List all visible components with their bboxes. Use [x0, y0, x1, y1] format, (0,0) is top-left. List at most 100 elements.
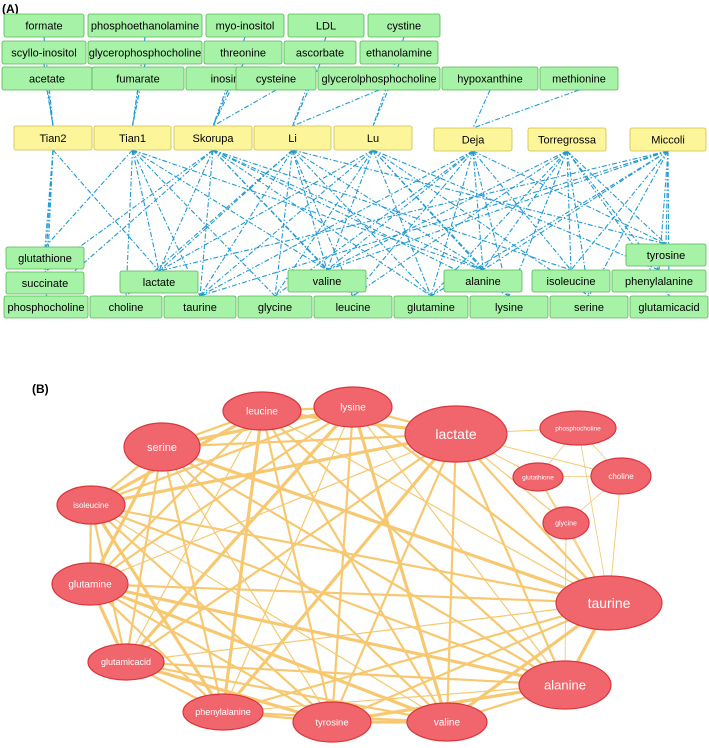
- network-node-ellipse: [292, 701, 372, 743]
- metabolite-box: [469, 295, 549, 319]
- study-node-tian2: Tian2: [13, 125, 93, 151]
- metabolite-label: leucine: [336, 302, 371, 314]
- network-node-label: glycine: [555, 520, 577, 527]
- network-node-ellipse: [555, 575, 663, 631]
- network-node-lactate: lactate: [404, 405, 508, 463]
- network-node-glutathione: glutathione: [512, 462, 564, 492]
- network-node-choline: choline: [590, 457, 652, 495]
- metabolite-label: cystine: [387, 21, 421, 33]
- edge-fumarate-tian1: [131, 89, 139, 127]
- network-node-ellipse: [539, 410, 617, 446]
- metabolite-label: succinate: [22, 278, 68, 290]
- network-node-isoleucine: isoleucine: [56, 485, 126, 525]
- metabolite-node-phosphocholine: phosphocholine: [3, 295, 89, 319]
- network-node-serine: serine: [123, 422, 201, 472]
- edge-skorupa-taurine: [199, 149, 214, 297]
- metabolite-label: phenylalanine: [625, 276, 693, 288]
- study-label: Lu: [367, 133, 379, 145]
- network-node-ellipse: [512, 462, 564, 492]
- metabolite-box: [287, 269, 367, 293]
- metabolite-label: lysine: [495, 302, 523, 314]
- metabolite-label: ethanolamine: [366, 48, 432, 60]
- metabolite-label: glutathione: [18, 253, 72, 265]
- panel-a-edges: [43, 36, 670, 297]
- edge-lu-alanine: [372, 149, 484, 271]
- metabolite-box: [163, 295, 237, 319]
- network-node-label: alanine: [544, 678, 586, 693]
- metabolite-node-leucine: leucine: [313, 295, 393, 319]
- metabolite-label: LDL: [316, 21, 336, 33]
- edge-lu-glycine: [274, 149, 374, 297]
- metabolite-node-glycine: glycine: [237, 295, 313, 319]
- metabolite-node-methionine: methionine: [539, 66, 619, 91]
- edge-li-glutamine: [292, 149, 432, 297]
- edge-lu-phenylalanine: [372, 149, 660, 271]
- network-node-valine: valine: [406, 702, 488, 742]
- metabolite-label: phosphocholine: [7, 302, 84, 314]
- study-node-li: Li: [253, 125, 332, 151]
- network-node-glutamicacid: glutamicacid: [87, 643, 165, 681]
- metabolite-label: phosphoethanolamine: [91, 21, 199, 33]
- study-node-torregrossa: Torregrossa: [527, 127, 607, 152]
- edge-li-taurine: [199, 149, 293, 297]
- edge-miccoli-glutamicacid: [667, 150, 670, 297]
- panel-a-nodes: formate phosphoethanolamine myo-inositol LD…: [1, 13, 709, 319]
- network-node-label: glutathione: [522, 474, 554, 481]
- metabolite-box: [611, 269, 707, 293]
- metabolite-box: [5, 246, 85, 270]
- study-box: [13, 125, 93, 151]
- panel-a-label: (A): [2, 2, 19, 16]
- study-label: Miccoli: [651, 135, 685, 147]
- edge-lactate-taurine: [454, 432, 611, 605]
- edge-li-lactate: [158, 149, 293, 272]
- edge-leucine-alanine: [260, 409, 567, 687]
- edge-miccoli-isoleucine: [570, 150, 669, 271]
- network-node-ellipse: [404, 405, 508, 463]
- edge-glutamine-lactate: [89, 433, 457, 585]
- study-box: [629, 127, 707, 152]
- metabolite-node-myo-inositol: myo-inositol: [205, 13, 285, 38]
- metabolite-node-tyrosine: tyrosine: [625, 243, 707, 267]
- edge-lysine-glutamine: [88, 405, 355, 586]
- edge-glutamicacid-alanine: [124, 660, 567, 687]
- metabolite-node-valine: valine: [287, 269, 367, 293]
- network-node-label: taurine: [588, 595, 631, 611]
- network-node-taurine: taurine: [555, 575, 663, 631]
- edge-serine-phenylalanine: [160, 445, 225, 714]
- edge-torregrossa-leucine: [352, 150, 568, 297]
- metabolite-node-hypoxanthine: hypoxanthine: [441, 66, 539, 91]
- metabolite-box: [443, 269, 523, 293]
- metabolite-node-phosphoethanolamine: phosphoethanolamine: [87, 13, 203, 38]
- study-label: Tian2: [39, 133, 66, 145]
- edge-skorupa-glutamine: [212, 149, 432, 297]
- edge-li-alanine: [292, 149, 484, 271]
- study-box: [433, 127, 513, 152]
- network-node-ellipse: [590, 457, 652, 495]
- metabolite-node-ascorbate: ascorbate: [283, 40, 357, 65]
- metabolite-box: [89, 295, 163, 319]
- metabolite-box: [287, 13, 365, 38]
- edge-leucine-glutamicacid: [125, 410, 263, 663]
- edge-torregrossa-tyrosine: [566, 150, 667, 245]
- edge-glutamine-phenylalanine: [88, 582, 225, 714]
- metabolite-label: glycine: [258, 302, 292, 314]
- metabolite-node-formate: formate: [3, 13, 85, 38]
- edge-phosphocholine-taurine: [577, 427, 610, 604]
- metabolite-node-succinate: succinate: [5, 271, 85, 295]
- study-node-skorupa: Skorupa: [173, 125, 253, 151]
- edge-serine-tyrosine: [161, 446, 333, 723]
- edge-leucine-valine: [260, 409, 449, 724]
- edge-tian1-choline: [125, 149, 134, 297]
- metabolite-label: methionine: [552, 74, 606, 86]
- edge-tian2-phosphocholine: [45, 149, 54, 297]
- edge-skorupa-alanine: [212, 149, 484, 271]
- metabolite-node-isoleucine: isoleucine: [531, 269, 611, 293]
- edge-lysine-isoleucine: [89, 405, 355, 507]
- edge-leucine-tyrosine: [260, 409, 334, 724]
- metabolite-label: scyllo-inositol: [11, 48, 76, 60]
- metabolite-box: [539, 66, 619, 91]
- network-node-ellipse: [87, 643, 165, 681]
- metabolite-node-glycerolphosphocholine: glycerolphosphocholine: [317, 66, 441, 91]
- edge-deja-taurine: [199, 150, 474, 297]
